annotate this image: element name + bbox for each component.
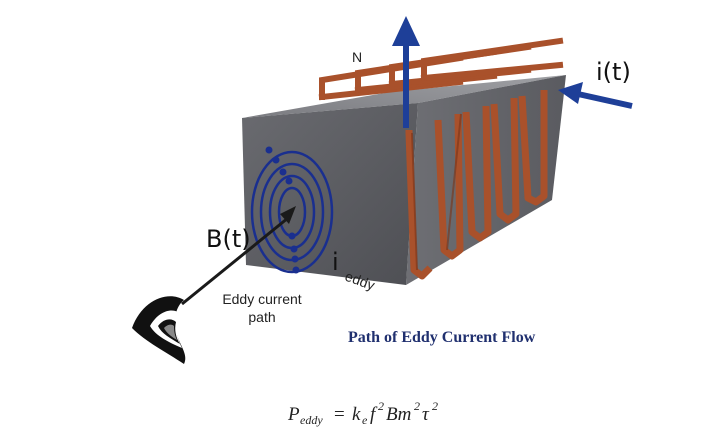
coil-back [319, 37, 564, 100]
svg-text:P: P [287, 404, 300, 425]
svg-text:2: 2 [432, 399, 438, 413]
svg-text:2: 2 [414, 399, 420, 413]
diagram-caption: Path of Eddy Current Flow [348, 329, 536, 346]
eddy-symbol: i [332, 248, 339, 276]
svg-text:2: 2 [378, 399, 384, 413]
coil-side [405, 90, 548, 280]
eddy-path-label-line2: path [248, 309, 275, 325]
svg-text:f: f [370, 404, 378, 425]
flux-label: B(t) [206, 225, 251, 253]
eddy-loop-nodes [265, 146, 300, 274]
north-label: N [352, 49, 362, 65]
eddy-loss-formula: P eddy = k e f 2 Bm 2 τ 2 [287, 399, 438, 427]
current-arrow-icon [558, 82, 633, 109]
svg-text:eddy: eddy [300, 413, 323, 427]
current-input-label: i(t) [596, 58, 631, 86]
svg-text:τ: τ [422, 404, 430, 425]
north-arrow-icon [392, 16, 420, 128]
eye-icon [132, 296, 186, 364]
eddy-path-label: Eddy current [222, 291, 301, 307]
svg-text:e: e [362, 413, 368, 427]
svg-text:=: = [334, 404, 345, 425]
svg-text:Bm: Bm [386, 404, 411, 425]
coil-side-shadow [411, 113, 462, 271]
svg-text:k: k [352, 404, 361, 425]
flux-arrow-icon [181, 206, 296, 306]
coil-top [318, 61, 564, 101]
